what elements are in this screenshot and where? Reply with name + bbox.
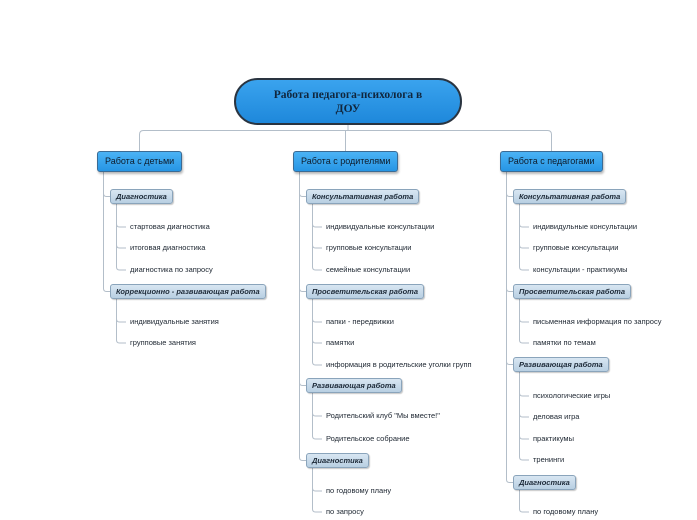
leaf-item[interactable]: памятки по темам (533, 338, 596, 347)
connector-line (116, 204, 126, 249)
connector-line (103, 172, 110, 292)
connector-line (312, 299, 322, 323)
connector-line (312, 204, 322, 271)
leaf-item[interactable]: диагностика по запросу (130, 265, 213, 274)
subtopic-diagnostics[interactable]: Диагностика (513, 475, 576, 490)
subtopic-development[interactable]: Развивающая работа (306, 378, 402, 393)
connector-line (506, 172, 513, 292)
connector-line (299, 172, 306, 292)
connector-line (116, 299, 126, 323)
connector-line (116, 299, 126, 344)
connector-line (519, 372, 529, 461)
connector-line (312, 393, 322, 417)
subtopic-consulting[interactable]: Консультативная работа (306, 189, 420, 204)
connector-line (116, 204, 126, 228)
leaf-item[interactable]: групповые занятия (130, 338, 196, 347)
leaf-item[interactable]: индивидульные консультации (533, 222, 638, 231)
connector-line (312, 468, 322, 492)
leaf-item[interactable]: консультации - практикумы (533, 265, 628, 274)
connector-line (312, 393, 322, 440)
subtopic-development[interactable]: Развивающая работа (513, 357, 609, 372)
connector-line (547, 130, 552, 151)
connector-line (299, 172, 306, 386)
leaf-item[interactable]: деловая игра (533, 412, 580, 421)
connector-line (519, 299, 529, 344)
leaf-item[interactable]: групповые консультации (326, 243, 412, 252)
leaf-item[interactable]: по запросу (326, 507, 364, 516)
root-topic[interactable]: Работа педагога-психолога в ДОУ (234, 78, 462, 125)
connector-line (116, 204, 126, 271)
connector-line (519, 204, 529, 271)
leaf-item[interactable]: семейные консультации (326, 265, 411, 274)
connector-line (519, 204, 529, 228)
connector-line (139, 130, 144, 151)
leaf-item[interactable]: информация в родительские уголки групп (326, 360, 472, 369)
branch-children[interactable]: Работа с детьми (97, 151, 183, 172)
connector-line (312, 204, 322, 249)
connector-line (312, 299, 322, 344)
branch-teachers[interactable]: Работа с педагогами (500, 151, 603, 172)
leaf-item[interactable]: групповые консультации (533, 243, 619, 252)
connector-line (519, 204, 529, 249)
leaf-item[interactable]: стартовая диагностика (130, 222, 210, 231)
leaf-item[interactable]: психологические игры (533, 391, 611, 400)
connector-line (519, 490, 529, 513)
subtopic-correction[interactable]: Коррекционно - развивающая работа (110, 284, 266, 299)
connector-line (519, 372, 529, 397)
leaf-item[interactable]: практикумы (533, 434, 574, 443)
leaf-item[interactable]: папки - передвижки (326, 317, 394, 326)
connector-line (519, 299, 529, 323)
connector-line (506, 172, 513, 483)
subtopic-consulting[interactable]: Консультативная работа (513, 189, 627, 204)
branch-parents[interactable]: Работа с родителями (293, 151, 399, 172)
connector-line (299, 172, 306, 461)
leaf-item[interactable]: тренинги (533, 455, 565, 464)
subtopic-diagnostics[interactable]: Диагностика (110, 189, 173, 204)
subtopic-education[interactable]: Просветительская работа (513, 284, 631, 299)
leaf-item[interactable]: индивидуальные занятия (130, 317, 219, 326)
leaf-item[interactable]: памятки (326, 338, 355, 347)
leaf-item[interactable]: итоговая диагностика (130, 243, 206, 252)
leaf-item[interactable]: Родительское собрание (326, 434, 410, 443)
leaf-item[interactable]: индивидуальные консультации (326, 222, 435, 231)
leaf-item[interactable]: Родительский клуб "Мы вместе!" (326, 411, 440, 420)
connector-line (312, 468, 322, 513)
connector-line (312, 204, 322, 228)
connector-line (312, 299, 322, 366)
leaf-item[interactable]: по годовому плану (533, 507, 599, 516)
connector-line (519, 372, 529, 440)
subtopic-diagnostics[interactable]: Диагностика (306, 453, 369, 468)
leaf-item[interactable]: по годовому плану (326, 486, 392, 495)
leaf-item[interactable]: письменная информация по запросу (533, 317, 662, 326)
connector-line (519, 372, 529, 418)
subtopic-education[interactable]: Просветительская работа (306, 284, 424, 299)
